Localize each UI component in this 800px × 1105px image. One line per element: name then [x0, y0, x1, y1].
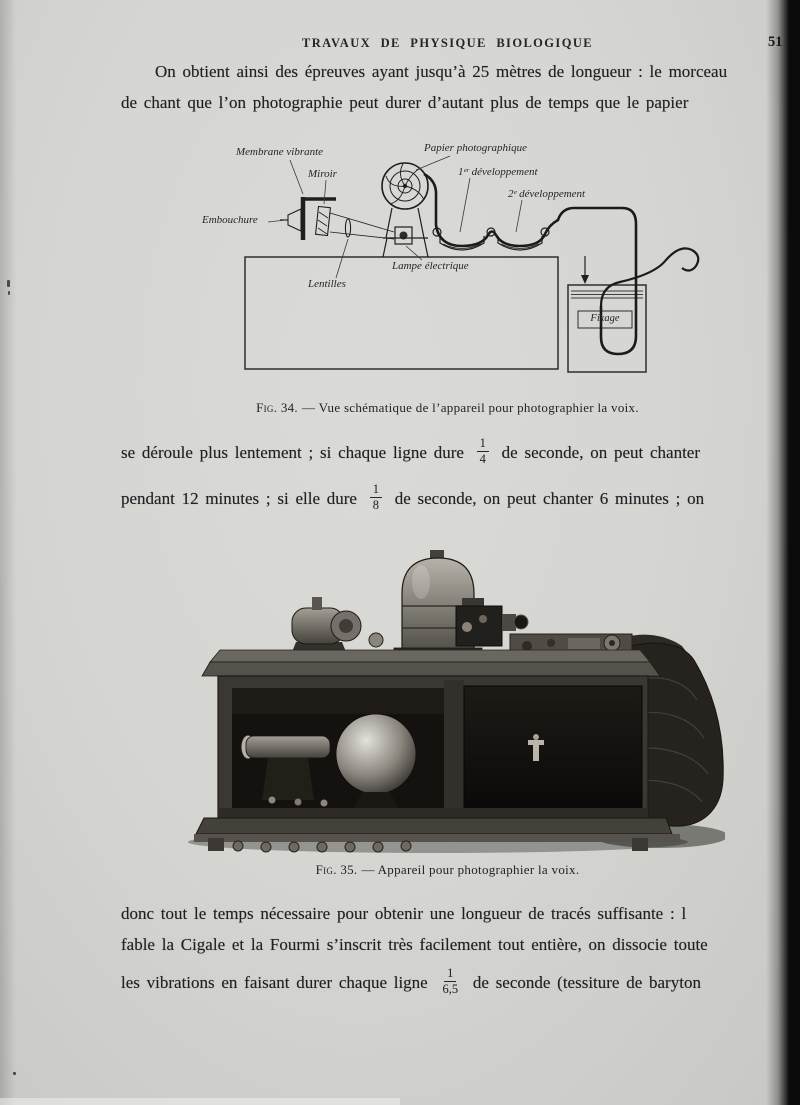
- fig34-label-developpement-2: 2ᵉ développement: [508, 188, 586, 200]
- fig34-label-lentilles: Lentilles: [308, 278, 346, 290]
- fraction-denominator: 8: [372, 498, 379, 513]
- fig34-label-lampe: Lampe électrique: [392, 260, 469, 272]
- fraction-numerator: 1: [476, 437, 489, 453]
- fig35-caption: Fig. 35.— Appareil pour photographier la…: [120, 862, 775, 878]
- fig34-caption: Fig. 34. — Vue schématique de l’appareil …: [120, 400, 775, 416]
- text-line: On obtient ainsi des épreuves ayant jusq…: [155, 62, 728, 81]
- scan-speck: [8, 291, 10, 295]
- text-segment: de seconde, on peut chanter: [501, 443, 700, 462]
- fig35-caption-number: Fig. 35.: [315, 862, 358, 877]
- page-bottom-edge: [0, 1098, 400, 1105]
- running-header: TRAVAUX DE PHYSIQUE BIOLOGIQUE: [302, 36, 593, 50]
- fig34-label-developpement-1: 1ᵉʳ développement: [458, 166, 538, 178]
- label-leader-lines: [267, 155, 523, 279]
- flow-arrow: [581, 256, 589, 284]
- text-line: fable la Cigale et la Fourmi s’inscrit t…: [121, 935, 708, 954]
- figure-34-schematic: Membrane vibrante Miroir Papier photogra…: [140, 140, 720, 392]
- text-line: de chant que l’on photographie peut dure…: [121, 93, 689, 112]
- figure-35-photograph: [180, 550, 728, 855]
- book-binding-shadow: [766, 0, 800, 1105]
- fig34-label-embouchure: Embouchure: [202, 214, 258, 226]
- fig34-label-membrane: Membrane vibrante: [236, 146, 324, 158]
- scan-speck: [13, 1072, 16, 1075]
- fig34-diagram: [244, 155, 700, 373]
- electric-motor: [290, 597, 384, 657]
- paragraph-2: se déroule plus lentement ; si chaque li…: [121, 430, 800, 522]
- paragraph-3: donc tout le temps nécessaire pour obten…: [121, 898, 800, 1006]
- apparatus-outline: [244, 256, 559, 370]
- fixing-tank: [567, 284, 647, 373]
- text-segment: pendant 12 minutes ; si elle dure: [121, 489, 357, 508]
- page-left-edge-shading: [0, 0, 16, 1105]
- fig34-label-miroir: Miroir: [308, 168, 337, 180]
- spiral-disc: [381, 162, 429, 258]
- scan-speck: [7, 280, 10, 287]
- text-segment: de seconde, on peut chanter 6 minutes ; …: [394, 489, 705, 508]
- fig35-caption-text: — Appareil pour photographier la voix.: [361, 862, 580, 877]
- paragraph-1: On obtient ainsi des épreuves ayant jusq…: [121, 56, 800, 118]
- paper-path: [423, 172, 700, 356]
- fig34-label-papier: Papier photographique: [424, 142, 527, 154]
- text-line: donc tout le temps nécessaire pour obten…: [121, 904, 687, 923]
- fraction-numerator: 1: [444, 967, 457, 983]
- text-segment: se déroule plus lentement ; si chaque li…: [121, 443, 464, 462]
- mouthpiece-assembly: [280, 197, 413, 245]
- text-segment: de seconde (tessiture de baryton: [472, 973, 701, 992]
- interior-machinery: [240, 713, 417, 808]
- fig34-label-fixage: Fixage: [590, 313, 620, 324]
- fig34-caption-text: — Vue schématique de l’appareil pour pho…: [302, 400, 639, 415]
- camera-box: [455, 598, 529, 647]
- fraction-denominator: 4: [479, 452, 486, 467]
- base-and-feet: [194, 817, 680, 853]
- text-line: les vibrations en faisant durer chaque l…: [121, 960, 800, 1006]
- fraction-denominator: 6,5: [442, 982, 459, 997]
- fig34-caption-number: Fig. 34.: [256, 400, 298, 415]
- fraction-numerator: 1: [369, 483, 382, 499]
- fig35-engraving: [188, 550, 728, 853]
- text-line: se déroule plus lentement ; si chaque li…: [121, 430, 800, 476]
- text-segment: les vibrations en faisant durer chaque l…: [121, 973, 428, 992]
